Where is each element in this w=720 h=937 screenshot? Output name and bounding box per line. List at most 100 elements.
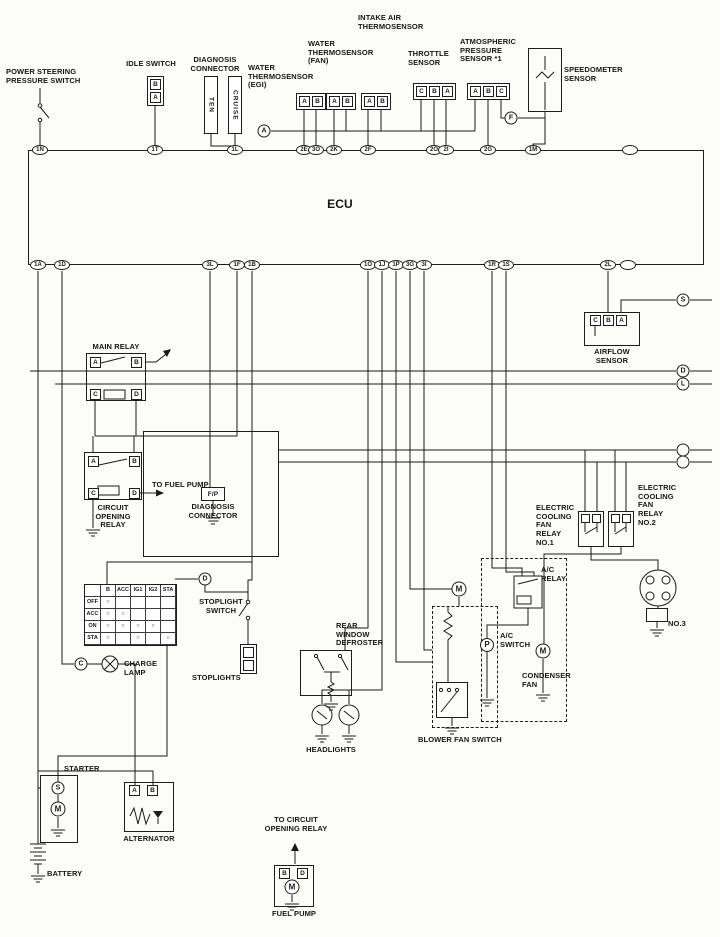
ecu-pin-2k: 2K [326,145,342,155]
ref-circle-c: C [74,657,88,671]
label-condenser-fan: CONDENSER FAN [522,671,571,689]
ecu-pin-1m: 1M [525,145,541,155]
ac-pressure-switch-icon: P [480,638,494,652]
ecu-pin-1l: 1L [227,145,243,155]
label-stoplights: STOPLIGHTS [192,673,241,682]
ground-icon [650,629,664,637]
bus-wiring [30,299,712,463]
label-starter: STARTER [64,764,100,773]
main-relay-pin-b: B [131,357,142,368]
ecu-pin-1s: 1S [498,260,514,270]
label-no3: NO.3 [668,619,686,628]
ten-label: TEN [207,97,215,113]
ignition-contact [146,609,161,621]
ref-circle-f: F [504,111,518,125]
airflow-pin-a: A [616,315,627,326]
main-relay-pin-c: C [90,389,101,400]
ecu-pin-2l: 2L [600,260,616,270]
pin-cell: A [299,96,310,107]
fan-relay1-pin [592,514,601,523]
ecu-pin-1t: 1T [147,145,163,155]
cruise-connector: CRUISE [228,76,242,134]
label-speedometer-sensor: SPEEDOMETER SENSOR [564,65,623,83]
circuit-opening-relay-box [84,452,142,500]
fan-relay2-pin [611,514,620,523]
label-alternator: ALTERNATOR [123,834,175,843]
ignition-contact: ○ [116,621,131,633]
ecu-pin-blank-top [622,145,638,155]
ignition-contact: ○ [131,621,146,633]
pin-cell: B [150,79,161,90]
ecu-pin-1f: 1F [229,260,245,270]
ignition-contact [116,633,131,645]
ground-icon [324,703,338,711]
cooling-fan-wiring [584,326,677,628]
ignition-contact: ○ [131,633,146,645]
ignition-col-header: STA [161,585,176,597]
ignition-row-label: STA [85,633,101,645]
alternator-box [124,782,174,832]
label-blower-fan-switch: BLOWER FAN SWITCH [418,735,502,744]
ground-icons [31,517,664,911]
pin-cell: C [496,86,507,97]
label-water-thermosensor-egi: WATER THERMOSENSOR (EGI) [248,63,314,90]
pin-cell: B [377,96,388,107]
ignition-contact: ○ [116,609,131,621]
main-relay-box [86,353,146,401]
stoplights-connector [240,644,257,674]
label-headlights: HEADLIGHTS [306,745,356,754]
ignition-stoplight-wiring [57,561,252,775]
ecu-pin-2g: 2G [480,145,496,155]
water-fan-connector: A B [326,93,356,110]
fp-connector-label: F/P [207,491,219,498]
ref-circle-l-right: L [676,377,690,391]
ref-circle-d-right: D [676,364,690,378]
ignition-contact [131,597,146,609]
ignition-col-header: IG1 [131,585,146,597]
pin-cell [243,647,254,658]
ground-icon [51,829,65,837]
starter-box [40,775,78,843]
ecu-pin-2i: 2I [438,145,454,155]
water-egi-connector: A B [296,93,326,110]
label-airflow-sensor: AIRFLOW SENSOR [594,347,630,365]
ecu-label: ECU [327,197,353,211]
label-circuit-opening-relay: CIRCUIT OPENING RELAY [95,503,131,530]
ecu-pin-2f: 2F [360,145,376,155]
fan-relay2-pin [622,514,631,523]
pin-cell [243,660,254,671]
intake-air-connector: A B [361,93,391,110]
label-fuel-pump: FUEL PUMP [271,909,317,918]
ground-icon [315,735,329,743]
label-main-relay: MAIN RELAY [92,342,140,351]
ignition-contact [146,597,161,609]
pin-cell: A [364,96,375,107]
ignition-contact: ○ [146,621,161,633]
ref-circle-blank2 [676,455,690,469]
defroster-headlight-wiring [311,653,360,734]
ecu-pin-1b: 1B [244,260,260,270]
ground-icon [86,529,100,537]
ground-icon [206,517,220,525]
label-stoplight-switch: STOPLIGHT SWITCH [199,597,243,615]
throttle-sensor-connector: C B A [413,83,456,100]
fp-connector-box: F/P [201,487,225,501]
ignition-contact [131,609,146,621]
ground-icon [445,727,459,735]
blower-fan-switch-box [432,606,498,728]
ignition-switch-table: B ACC IG1 IG2 STA OFF ○ ACC ○ ○ ON ○ ○ ○… [84,584,177,646]
alternator-icon [129,806,163,826]
ground-icon [480,699,494,707]
ecu-pin-blank-bottom [620,260,636,270]
charge-lamp-icon [101,655,119,673]
ignition-contact [161,609,176,621]
ecu-pin-1n: 1N [32,145,48,155]
alternator-pin-b: B [147,785,158,796]
charge-start-battery-wiring [30,655,163,874]
cor-pin-b: B [129,456,140,467]
label-fp-diagnosis-connector: DIAGNOSIS CONNECTOR [188,502,238,520]
atmospheric-sensor-connector: A B C [467,83,510,100]
pin-cell: A [150,92,161,103]
label-diagnosis-connector: DIAGNOSIS CONNECTOR [190,55,240,73]
